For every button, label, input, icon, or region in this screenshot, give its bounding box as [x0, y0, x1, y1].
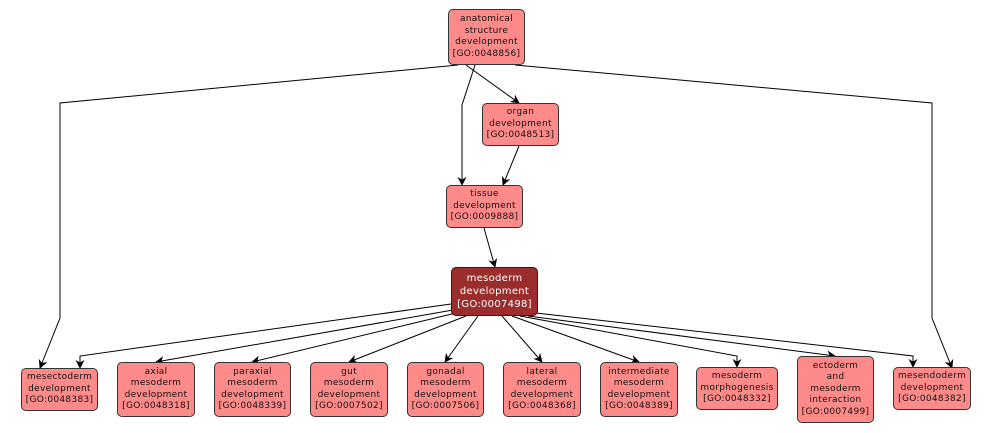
- node-go-id: [GO:0048382]: [898, 394, 966, 405]
- edge-n48856-to-n9888: [457, 64, 476, 186]
- edge-n7498-to-n7502: [348, 315, 467, 364]
- node-label: interaction: [809, 395, 862, 406]
- node-label: development: [414, 389, 477, 400]
- node-label: mesectoderm: [26, 372, 93, 383]
- node-go-id: [GO:0048318]: [122, 401, 190, 411]
- node-label: mesendoderm: [897, 371, 967, 382]
- node-label: development: [489, 118, 552, 129]
- edge-n48856-to-n48513: [465, 64, 520, 104]
- node-go-id: [GO:0048383]: [25, 395, 94, 406]
- edge-n7498-to-n48339: [251, 312, 457, 365]
- node-label: ectoderm: [812, 360, 859, 371]
- node-label: mesoderm: [810, 383, 861, 394]
- node-label: anatomical: [459, 14, 513, 24]
- edge-n7498-to-n48368: [501, 315, 543, 363]
- node-label: gonadal: [426, 366, 465, 377]
- node-label: mesoderm: [227, 378, 278, 388]
- node-gonadal-mesoderm-development[interactable]: gonadal mesoderm development [GO:0007506…: [407, 362, 484, 417]
- node-go-id: [GO:0048368]: [508, 401, 576, 411]
- node-gut-mesoderm-development[interactable]: gut mesoderm development [GO:0007502]: [310, 362, 388, 417]
- node-go-id: [GO:0007498]: [457, 299, 532, 310]
- node-go-id: [GO:0007499]: [801, 406, 870, 417]
- node-label: intermediate: [608, 366, 670, 377]
- node-label: tissue: [470, 189, 499, 200]
- edge-n7498-to-n7506: [444, 315, 479, 363]
- node-paraxial-mesoderm-development[interactable]: paraxial mesoderm development [GO:004833…: [214, 362, 291, 417]
- node-label: paraxial: [233, 366, 272, 377]
- edge-n48513-to-n9888: [501, 145, 520, 186]
- node-go-id: [GO:0048389]: [605, 401, 673, 411]
- node-label: development: [317, 389, 381, 400]
- node-label: development: [221, 389, 284, 400]
- node-anatomical-structure-development[interactable]: anatomical structure development [GO:004…: [448, 9, 525, 65]
- node-mesendoderm-development[interactable]: mesendoderm development [GO:0048382]: [893, 367, 971, 410]
- edge-n7498-to-n48318: [155, 309, 454, 366]
- node-label: development: [510, 389, 574, 400]
- node-go-id: [GO:0007506]: [411, 401, 480, 411]
- node-label: mesoderm: [516, 378, 568, 388]
- node-go-id: [GO:0048339]: [218, 401, 287, 411]
- node-label: mesoderm: [323, 378, 375, 388]
- node-label: axial: [144, 366, 168, 377]
- node-go-id: [GO:0048513]: [486, 130, 555, 141]
- node-label: structure: [464, 25, 509, 36]
- node-go-id: [GO:0048332]: [703, 394, 771, 405]
- node-label: and: [826, 372, 845, 383]
- node-axial-mesoderm-development[interactable]: axial mesoderm development [GO:0048318]: [117, 362, 195, 417]
- edge-n7498-to-n48332: [519, 315, 742, 368]
- node-tissue-development[interactable]: tissue development [GO:0009888]: [446, 185, 523, 228]
- edge-n7498-to-n48382: [535, 312, 918, 368]
- edge-n9888-to-n7498: [483, 227, 498, 268]
- node-label: organ: [506, 107, 535, 118]
- node-label: development: [459, 286, 530, 297]
- node-ectoderm-and-mesoderm-interaction[interactable]: ectoderm and mesoderm interaction [GO:00…: [797, 356, 874, 423]
- node-label: mesoderm: [711, 371, 763, 382]
- node-go-id: [GO:0009888]: [450, 212, 519, 223]
- node-mesoderm-development-focus[interactable]: mesoderm development [GO:0007498]: [451, 267, 538, 316]
- edge-n48856-to-n48383: [38, 64, 459, 369]
- node-mesoderm-morphogenesis[interactable]: mesoderm morphogenesis [GO:0048332]: [696, 367, 778, 410]
- node-label: development: [453, 200, 516, 211]
- edge-n48856-to-n48382: [514, 64, 954, 369]
- node-label: morphogenesis: [700, 382, 774, 393]
- node-label: development: [607, 389, 671, 400]
- node-label: development: [455, 37, 518, 47]
- node-label: development: [28, 383, 91, 394]
- node-lateral-mesoderm-development[interactable]: lateral mesoderm development [GO:0048368…: [503, 362, 581, 417]
- node-intermediate-mesoderm-development[interactable]: intermediate mesoderm development [GO:00…: [600, 362, 678, 417]
- node-go-id: [GO:0007502]: [315, 401, 383, 411]
- edge-n7498-to-n7499: [527, 315, 836, 360]
- node-organ-development[interactable]: organ development [GO:0048513]: [482, 103, 559, 146]
- node-mesectoderm-development[interactable]: mesectoderm development [GO:0048383]: [21, 368, 98, 411]
- node-go-id: [GO:0048856]: [452, 48, 521, 59]
- node-label: mesoderm: [613, 378, 665, 388]
- edge-n7498-to-n48383: [75, 303, 452, 369]
- node-label: mesoderm: [420, 378, 471, 388]
- node-label: development: [124, 389, 188, 400]
- node-label: development: [900, 382, 964, 393]
- node-label: mesoderm: [130, 378, 182, 388]
- edge-n7498-to-n48389: [511, 315, 640, 364]
- node-label: gut: [341, 366, 357, 377]
- node-label: mesoderm: [466, 273, 523, 284]
- node-label: lateral: [526, 366, 558, 377]
